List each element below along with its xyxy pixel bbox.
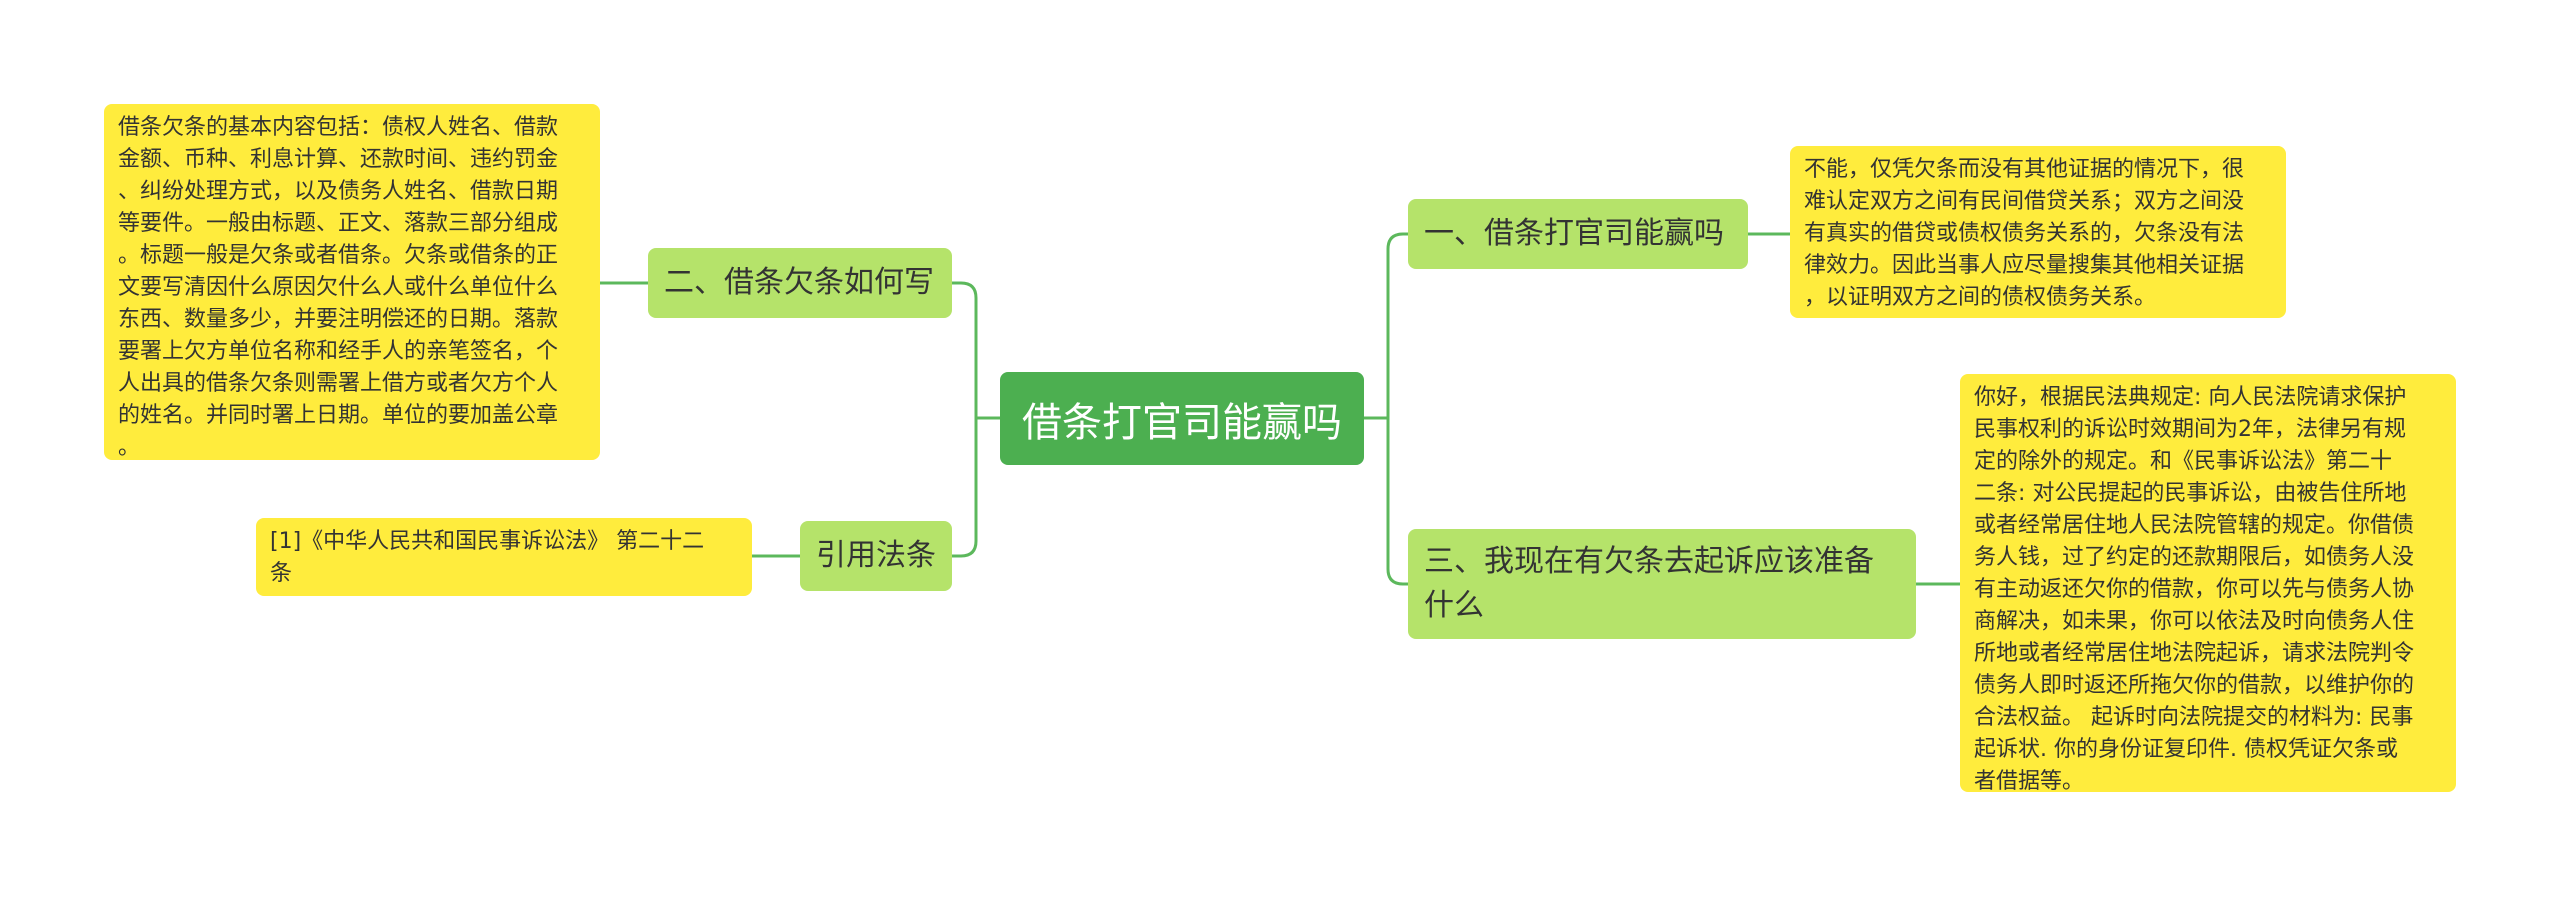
root-node[interactable]: 借条打官司能赢吗: [1000, 372, 1364, 465]
branch-can-win-lawsuit[interactable]: 一、借条打官司能赢吗: [1408, 199, 1748, 269]
connector-left-trunk-1: [952, 281, 978, 418]
branch-cited-law[interactable]: 引用法条: [800, 521, 952, 591]
leaf-how-to-write-detail[interactable]: 借条欠条的基本内容包括：债权人姓名、借款 金额、币种、利息计算、还款时间、违约罚…: [104, 104, 600, 460]
connector-left-trunk-2: [952, 418, 978, 558]
branch-label: 三、我现在有欠条去起诉应该准备什么: [1424, 544, 1874, 623]
branch-what-to-prepare[interactable]: 三、我现在有欠条去起诉应该准备什么: [1408, 529, 1916, 639]
leaf-can-win-lawsuit-detail[interactable]: 不能，仅凭欠条而没有其他证据的情况下，很 难认定双方之间有民间借贷关系；双方之间…: [1790, 146, 2286, 318]
branch-label: 一、借条打官司能赢吗: [1424, 216, 1724, 251]
branch-how-to-write[interactable]: 二、借条欠条如何写: [648, 248, 952, 318]
leaf-what-to-prepare-detail[interactable]: 你好，根据民法典规定: 向人民法院请求保护 民事权利的诉讼时效期间为2年，法律另…: [1960, 374, 2456, 794]
leaf-cited-law-detail[interactable]: [1]《中华人民共和国民事诉讼法》 第二十二 条: [256, 518, 752, 596]
connector-right-trunk-1: [1386, 232, 1408, 418]
branch-label: 引用法条: [816, 538, 936, 573]
root-label: 借条打官司能赢吗: [1022, 399, 1342, 446]
branch-label: 二、借条欠条如何写: [664, 265, 934, 300]
connector-right-trunk-2: [1386, 418, 1408, 586]
